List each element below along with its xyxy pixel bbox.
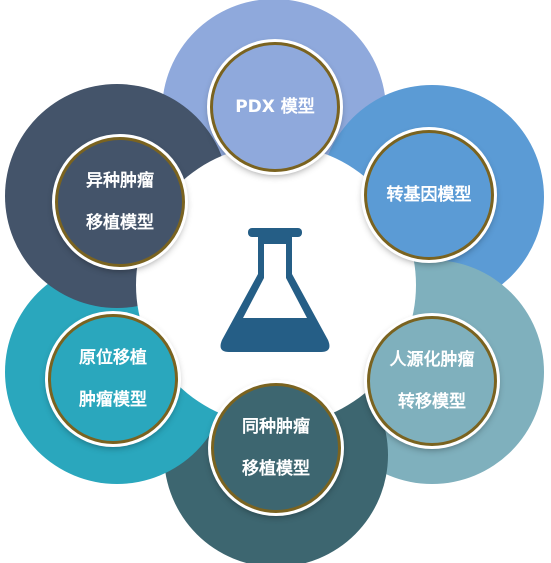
node-label-line-1: 同种肿瘤 bbox=[242, 417, 310, 437]
node-humanized-metastasis-model: 人源化肿瘤 转移模型 bbox=[367, 316, 497, 446]
node-orthotopic-model: 原位移植 肿瘤模型 bbox=[48, 314, 178, 444]
node-syngeneic-model: 同种肿瘤 移植模型 bbox=[211, 383, 341, 513]
node-label-line-2: 转移模型 bbox=[398, 392, 466, 412]
node-label: PDX 模型 bbox=[235, 97, 315, 117]
node-label-line-2: 移植模型 bbox=[242, 459, 310, 479]
node-pdx-model: PDX 模型 bbox=[210, 42, 340, 172]
node-label-line-2: 移植模型 bbox=[86, 213, 154, 233]
node-label-line-1: 异种肿瘤 bbox=[86, 171, 154, 191]
node-xenograft-model: 异种肿瘤 移植模型 bbox=[55, 137, 185, 267]
node-label-line-2: 肿瘤模型 bbox=[79, 390, 147, 410]
node-label-line-1: 原位移植 bbox=[79, 348, 147, 368]
node-label: 转基因模型 bbox=[386, 185, 472, 205]
node-label-line-1: 人源化肿瘤 bbox=[389, 350, 475, 370]
node-transgenic-model: 转基因模型 bbox=[364, 130, 494, 260]
flask-icon bbox=[220, 228, 330, 352]
